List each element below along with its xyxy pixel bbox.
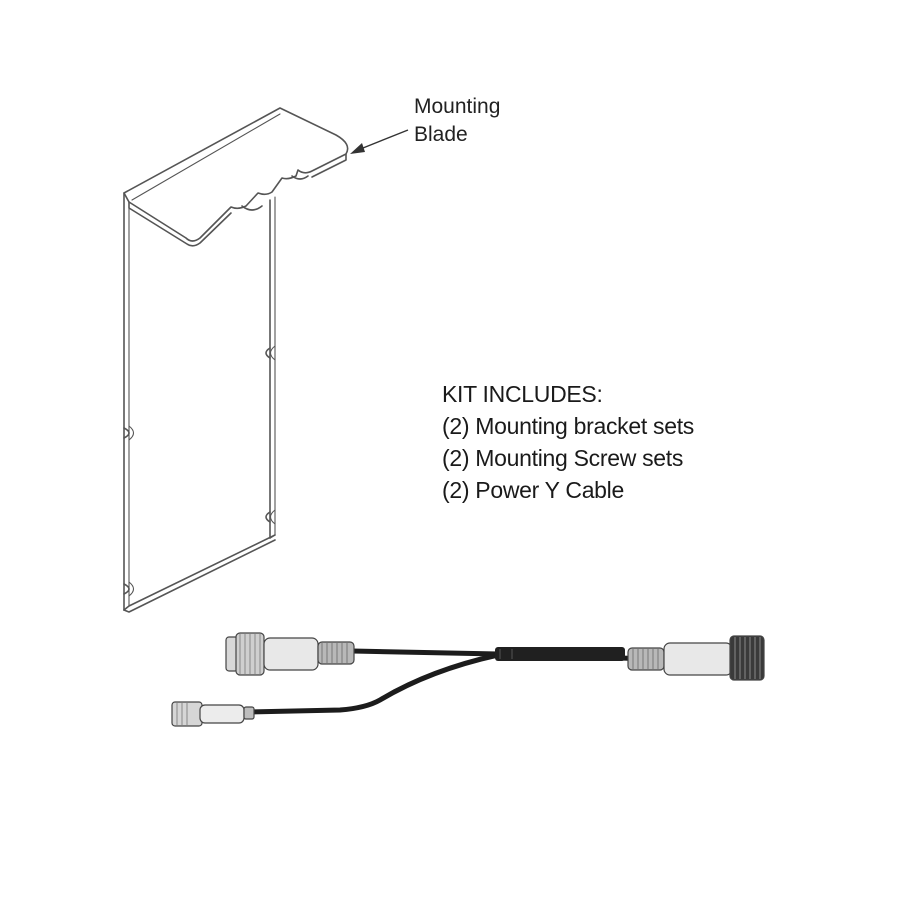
kit-item: (2) Power Y Cable (442, 477, 624, 503)
power-y-cable (171, 632, 765, 727)
kit-item: (2) Mounting Screw sets (442, 445, 684, 471)
kit-heading: KIT INCLUDES: (442, 381, 603, 407)
mounting-bracket (123, 107, 349, 613)
kit-item: (2) Mounting bracket sets (442, 413, 695, 439)
mounting-blade-callout: Mounting Blade (414, 93, 500, 149)
callout-line-2: Blade (414, 123, 468, 146)
kit-includes-list: KIT INCLUDES: (2) Mounting bracket sets … (442, 378, 694, 506)
connector-left (225, 632, 355, 676)
mounting-blade (123, 107, 349, 242)
callout-arrow (350, 129, 409, 154)
callout-line-1: Mounting (414, 95, 501, 118)
connector-small (171, 701, 255, 727)
cable-branch (247, 652, 501, 715)
connector-right (627, 635, 765, 681)
